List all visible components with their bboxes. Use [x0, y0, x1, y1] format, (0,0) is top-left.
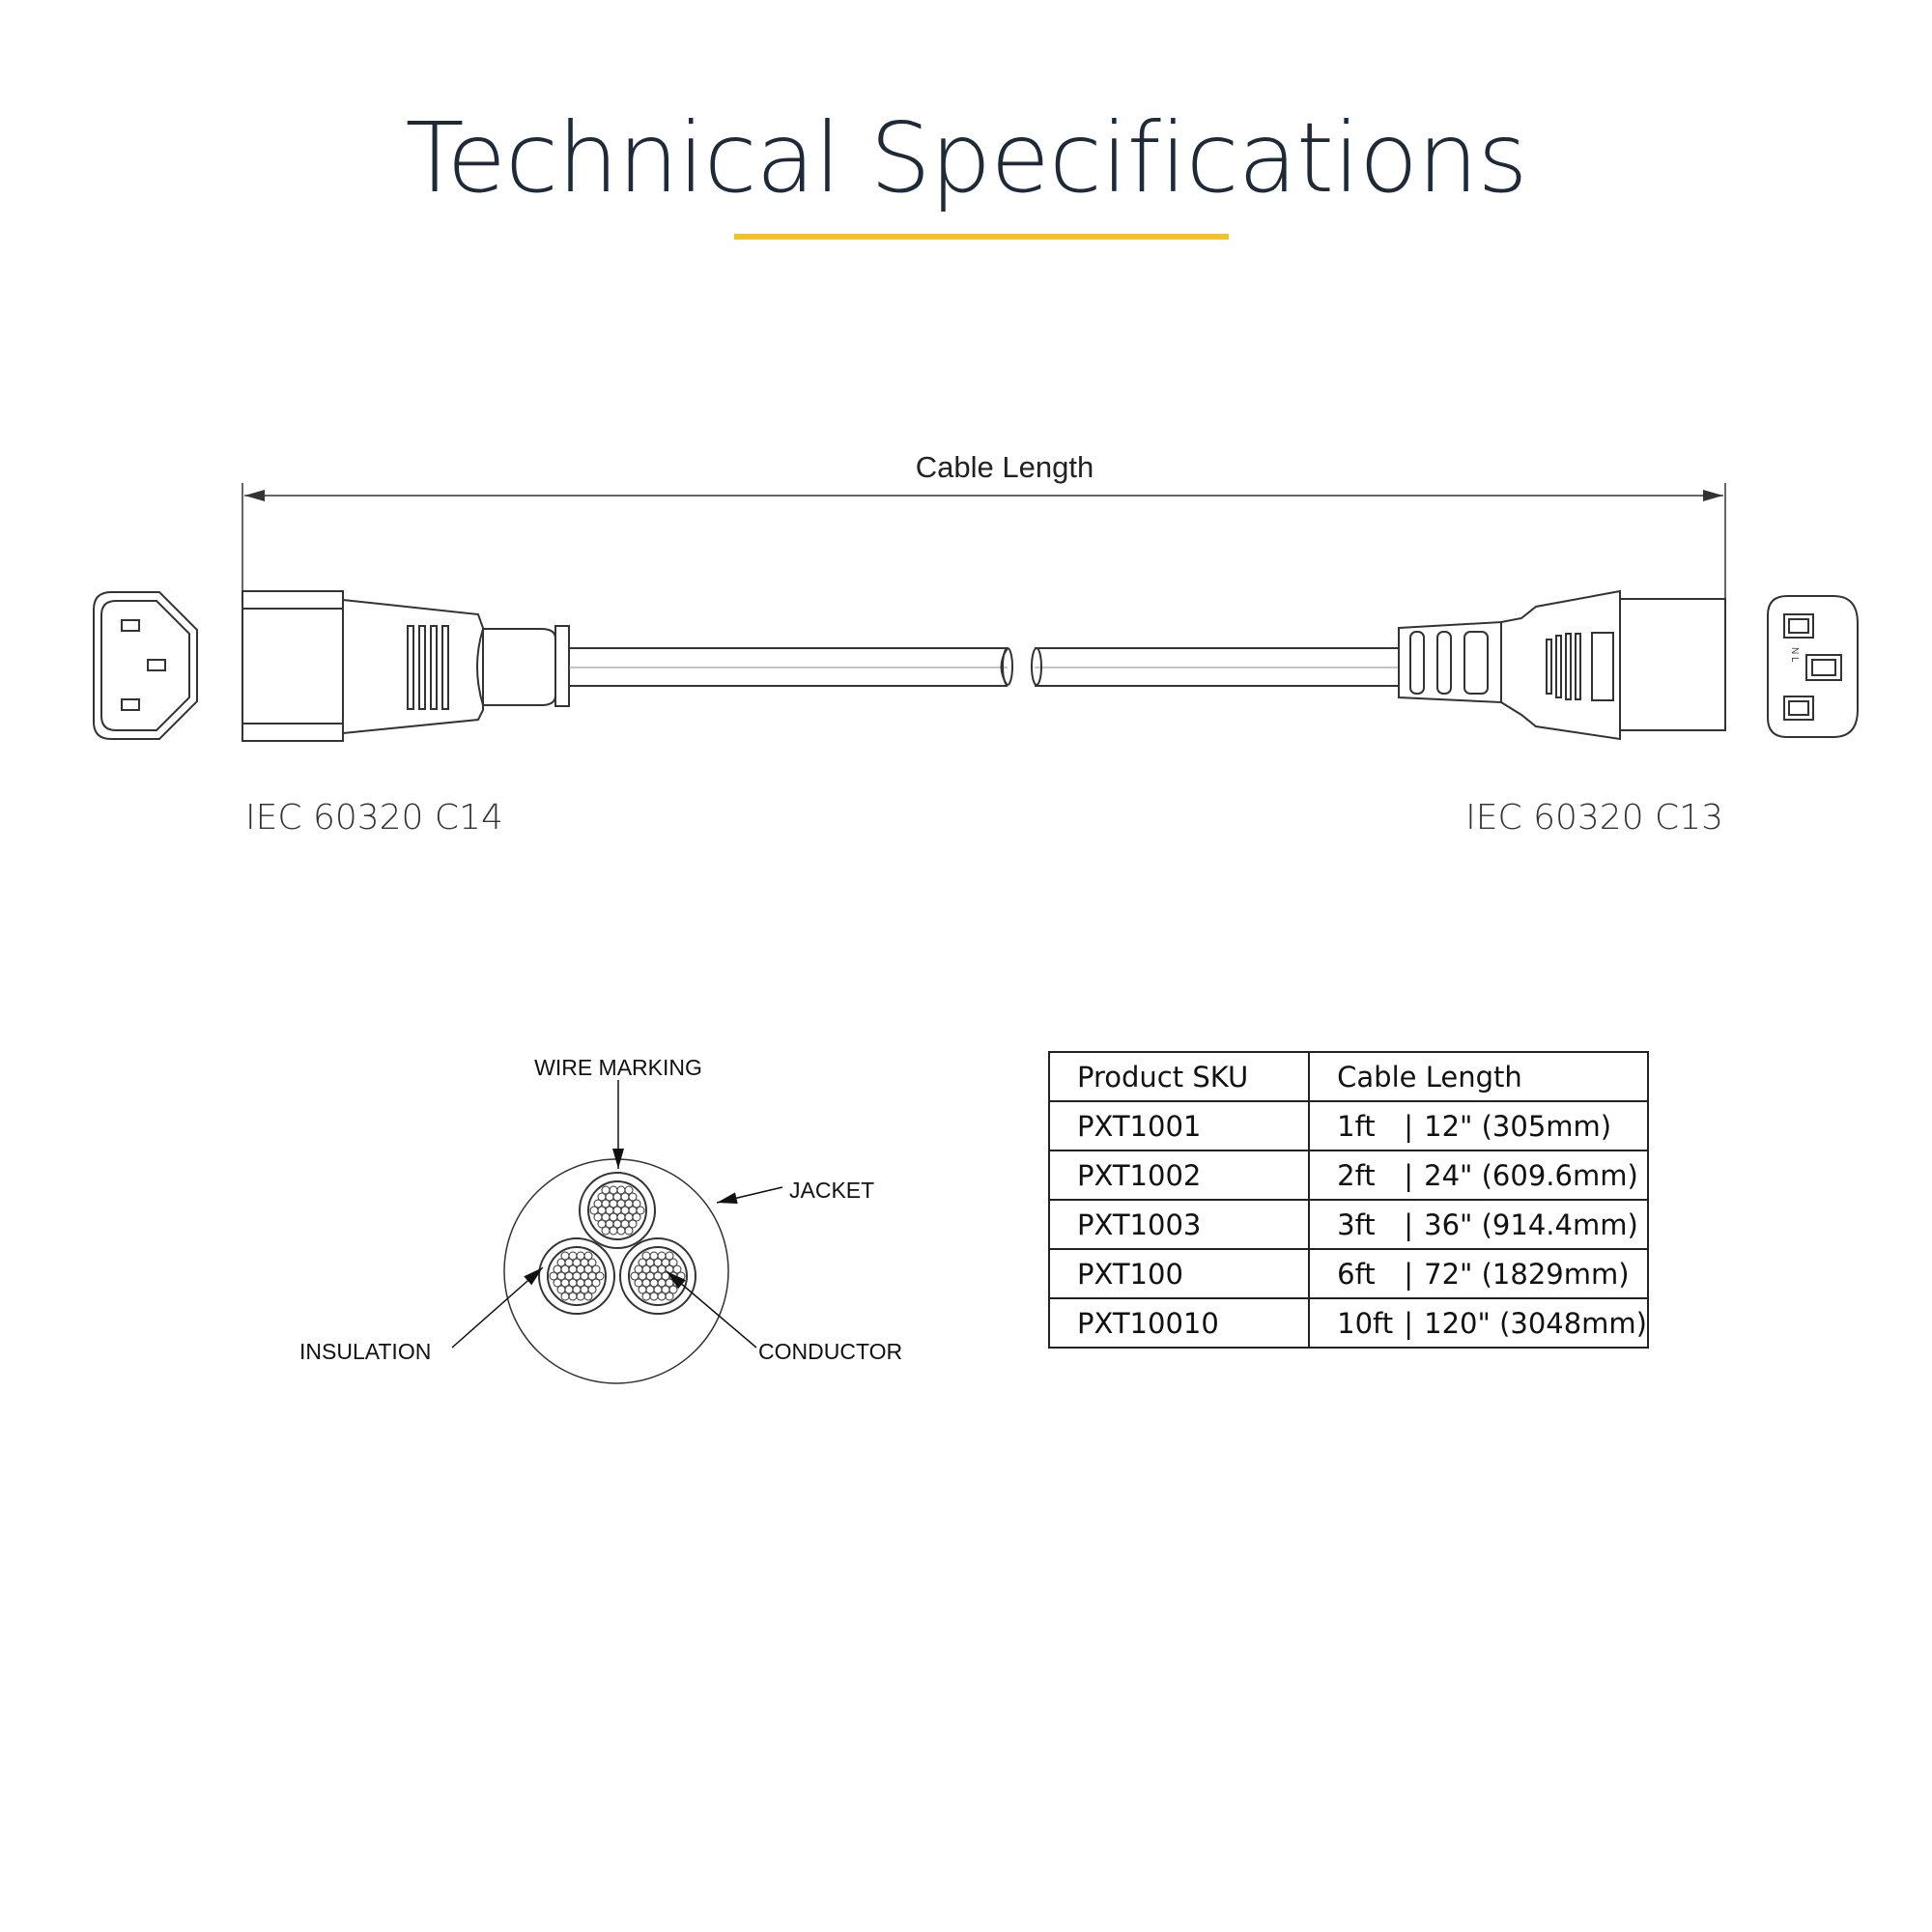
c14-plug-icon [242, 590, 570, 742]
left-connector-label: IEC 60320 C14 [245, 798, 503, 838]
header-length: Cable Length [1308, 1051, 1649, 1102]
conductor-strand [668, 1285, 678, 1294]
conductor-strand [624, 1226, 634, 1236]
conductor-strand [632, 1199, 641, 1208]
conductor-label: CONDUCTOR [758, 1339, 903, 1364]
table-row: PXT100 6ft | 72" (1829mm) [1047, 1248, 1649, 1299]
conductor-core [628, 1246, 688, 1306]
length-cell: 3ft | 36" (914.4mm) [1308, 1199, 1649, 1250]
table-header-row: Product SKU Cable Length [1047, 1051, 1649, 1102]
conductor-strand [668, 1258, 678, 1267]
conductor-strand [624, 1185, 634, 1195]
sku-length-table: Product SKU Cable Length PXT1001 1ft | 12" … [1047, 1051, 1649, 1349]
conductor-strand [591, 1264, 601, 1274]
sku-cell: PXT100 [1047, 1248, 1311, 1299]
sku-cell: PXT1003 [1047, 1199, 1311, 1250]
length-cell: 6ft | 72" (1829mm) [1308, 1248, 1649, 1299]
length-ft: 1ft [1337, 1109, 1376, 1143]
length-cell: 2ft | 24" (609.6mm) [1308, 1150, 1649, 1201]
conductor-strand [665, 1251, 674, 1261]
conductor-strand [676, 1271, 686, 1281]
conductor-strand [583, 1251, 593, 1261]
length-inch: 36" (914.4mm) [1424, 1208, 1638, 1241]
conductor-strand [628, 1219, 638, 1229]
cable-icon [569, 647, 1399, 687]
conductor-strand [587, 1285, 597, 1294]
table-row: PXT10010 10ft | 120" (3048mm) [1047, 1297, 1649, 1349]
sku-cell: PXT10010 [1047, 1297, 1311, 1349]
table-row: PXT1003 3ft | 36" (914.4mm) [1047, 1199, 1649, 1250]
c13-plug-icon [1398, 589, 1726, 741]
header-sku: Product SKU [1047, 1051, 1311, 1102]
separator: | [1404, 1109, 1414, 1143]
length-ft: 2ft [1337, 1158, 1376, 1192]
conductor-strand [591, 1278, 601, 1288]
callout-leaders [451, 1080, 783, 1349]
conductor-strand [595, 1271, 605, 1281]
face-marking-l: L [1789, 657, 1800, 663]
conductor-core [587, 1180, 647, 1240]
c14-face-icon [93, 591, 198, 740]
separator: | [1404, 1306, 1414, 1340]
conductor-strand [583, 1292, 593, 1301]
length-inch: 72" (1829mm) [1424, 1257, 1630, 1291]
conductor-core [547, 1246, 607, 1306]
length-inch: 12" (305mm) [1424, 1109, 1612, 1143]
conductor-strand [587, 1258, 597, 1267]
wire-marking-label: WIRE MARKING [534, 1055, 702, 1080]
separator: | [1404, 1257, 1414, 1291]
conductor-strand [665, 1292, 674, 1301]
title-underline [734, 234, 1229, 240]
dimension-line [242, 483, 1726, 599]
face-marking-n: N [1789, 647, 1800, 654]
page-title: Technical Specifications [405, 101, 1527, 214]
table-row: PXT1002 2ft | 24" (609.6mm) [1047, 1150, 1649, 1201]
conductor-strand [632, 1212, 641, 1222]
table-row: PXT1001 1ft | 12" (305mm) [1047, 1100, 1649, 1151]
length-ft: 10ft [1337, 1306, 1394, 1340]
length-inch: 120" (3048mm) [1424, 1306, 1647, 1340]
sku-cell: PXT1002 [1047, 1150, 1311, 1201]
separator: | [1404, 1208, 1414, 1241]
c13-face-icon [1767, 595, 1859, 738]
length-cell: 1ft | 12" (305mm) [1308, 1100, 1649, 1151]
insulation-label: INSULATION [299, 1339, 432, 1364]
length-ft: 3ft [1337, 1208, 1376, 1241]
length-cell: 10ft | 120" (3048mm) [1308, 1297, 1649, 1349]
conductor-strand [636, 1206, 645, 1215]
right-connector-label: IEC 60320 C13 [1465, 798, 1723, 838]
separator: | [1404, 1158, 1414, 1192]
length-ft: 6ft [1337, 1257, 1376, 1291]
length-inch: 24" (609.6mm) [1424, 1158, 1638, 1192]
sku-cell: PXT1001 [1047, 1100, 1311, 1151]
conductor-strand [628, 1192, 638, 1202]
jacket-label: JACKET [789, 1178, 875, 1203]
cable-length-label: Cable Length [915, 450, 1094, 484]
